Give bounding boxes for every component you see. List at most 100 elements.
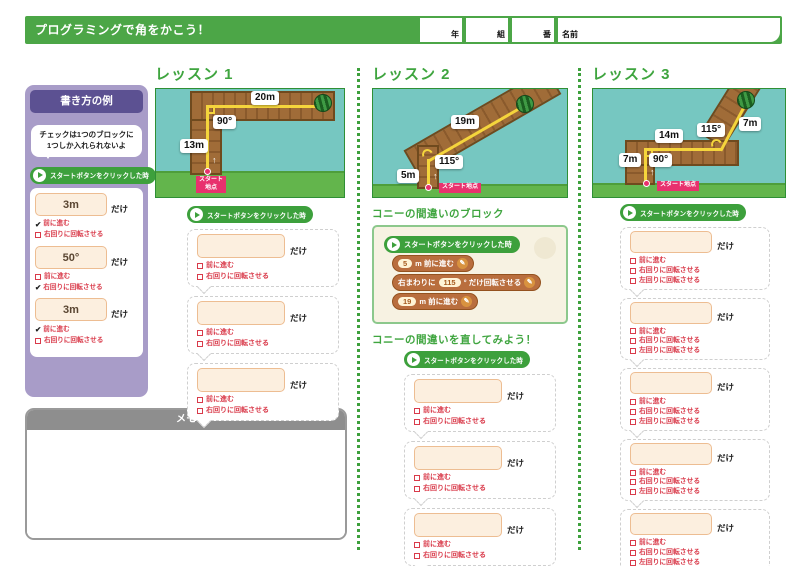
example-block: 3m だけ ✔前に進む 右回りに回転させる [35,298,138,346]
option-forward[interactable]: 前に進む [630,468,763,478]
option-rotate-cw[interactable]: 右回りに回転させる [630,266,763,276]
option-forward[interactable]: 前に進む [197,328,332,339]
option-rotate-ccw[interactable]: 左回りに回転させる [630,487,763,497]
year-label: 年 [451,30,459,39]
option-rotate-cw[interactable]: 右回りに回転させる [630,548,763,558]
option-rotate-cw[interactable]: 右回りに回転させる [414,417,549,428]
checkbox-icon[interactable] [630,328,636,335]
checkbox-icon[interactable] [414,485,420,492]
example-block: 3m だけ ✔前に進む 右回りに回転させる [35,192,138,241]
checkbox-icon [35,338,41,345]
checkbox-icon[interactable] [630,348,636,355]
option-rotate-cw[interactable]: 右回りに回転させる [630,477,763,487]
option-rotate-ccw[interactable]: 左回りに回転させる [630,276,763,286]
checkbox-icon[interactable] [630,549,636,556]
value-pill: 19 [398,297,417,306]
checkbox-icon[interactable] [630,540,636,547]
code-block-rotate: 右まわりに 115 ° だけ回転させる ✎ [392,274,542,291]
checkbox-icon[interactable] [414,408,420,415]
value-input[interactable] [630,442,712,465]
lesson2-title: レッスン 2 [372,66,451,83]
play-icon [387,238,400,251]
checkbox-icon[interactable] [197,330,203,337]
value-input[interactable] [197,301,285,325]
option-rotate-cw[interactable]: 右回りに回転させる [630,407,763,417]
option-rotate-cw[interactable]: 右回りに回転させる [630,336,763,346]
value-input[interactable] [630,231,712,253]
checkbox-icon[interactable] [630,408,636,415]
path-line [427,159,430,186]
option-forward[interactable]: 前に進む [414,406,549,417]
angle-label: 90° [213,115,237,129]
value-input[interactable] [197,368,285,392]
checkbox-icon[interactable] [197,407,203,414]
option-rotate-cw[interactable]: 右回りに回転させる [414,484,549,495]
option-rotate-cw[interactable]: 右回りに回転させる [197,406,332,417]
only-label: だけ [111,256,129,267]
checkbox-icon[interactable] [630,489,636,496]
value-input[interactable] [197,234,285,258]
memo-writing-area[interactable] [27,430,345,538]
number-field[interactable]: 番 [512,18,554,42]
start-point-label: スタート地点 [439,183,482,193]
lesson3-column: レッスン 3 7m 90° 14m 115° 7m ↑ スタート地点 スタートボ… [592,63,786,566]
up-arrow-icon: ↑ [433,171,438,181]
option-forward[interactable]: 前に進む [197,261,332,272]
only-label: だけ [111,309,129,320]
value-input[interactable] [414,379,502,403]
checkbox-icon[interactable] [197,263,203,270]
checkbox-icon[interactable] [630,267,636,274]
option-rotate-ccw[interactable]: 左回りに回転させる [630,417,763,427]
checkbox-icon[interactable] [630,338,636,345]
checkbox-icon[interactable] [414,552,420,559]
length-label: 7m [739,117,762,131]
lesson3-diagram: 7m 90° 14m 115° 7m ↑ スタート地点 [592,88,786,198]
checkbox-icon[interactable] [630,479,636,486]
year-field[interactable]: 年 [420,18,462,42]
lesson1-blocks: スタートボタンをクリックした時 だけ 前に進む 右回りに回転させる だけ 前に進… [155,206,345,421]
edit-icon: ✎ [524,277,536,288]
name-label: 名前 [562,30,578,39]
value-input[interactable] [630,372,712,395]
checkbox-icon[interactable] [197,273,203,280]
class-field[interactable]: 組 [466,18,508,42]
checkbox-icon[interactable] [630,469,636,476]
checkbox-icon[interactable] [414,475,420,482]
checkbox-icon[interactable] [630,257,636,264]
checkbox-icon[interactable] [630,398,636,405]
student-info-fields: 年 組 番 名前 [420,18,780,42]
start-block: スタートボタンをクリックした時 [30,166,156,184]
option-rotate-cw[interactable]: 右回りに回転させる [197,272,332,283]
path-line [644,148,647,182]
option-rotate-ccw[interactable]: 左回りに回転させる [630,558,763,566]
checkbox-icon[interactable] [630,277,636,284]
value-box: 50° [35,245,107,269]
option-forward: 前に進む [35,272,138,282]
option-rotate-cw[interactable]: 右回りに回転させる [197,339,332,350]
option-forward[interactable]: 前に進む [630,327,763,337]
option-forward[interactable]: 前に進む [414,540,549,551]
checkbox-icon[interactable] [630,418,636,425]
option-rotate-cw[interactable]: 右回りに回転させる [414,551,549,562]
checkbox-icon[interactable] [197,397,203,404]
value-input[interactable] [414,446,502,470]
value-input[interactable] [414,513,502,537]
checkbox-icon[interactable] [630,559,636,566]
checkbox-icon[interactable] [197,340,203,347]
name-field[interactable]: 名前 [558,18,780,42]
option-forward[interactable]: 前に進む [630,397,763,407]
length-label: 20m [251,91,280,105]
option-forward[interactable]: 前に進む [630,538,763,548]
option-forward[interactable]: 前に進む [197,395,332,406]
value-input[interactable] [630,513,712,536]
checkbox-icon[interactable] [414,418,420,425]
value-input[interactable] [630,301,712,324]
option-forward: ✔前に進む [35,219,70,229]
option-forward[interactable]: 前に進む [414,473,549,484]
checkbox-icon[interactable] [414,542,420,549]
checkbox-icon [35,273,41,280]
option-forward[interactable]: 前に進む [630,256,763,266]
option-rotate-ccw[interactable]: 左回りに回転させる [630,346,763,356]
background-decoration [534,237,556,259]
